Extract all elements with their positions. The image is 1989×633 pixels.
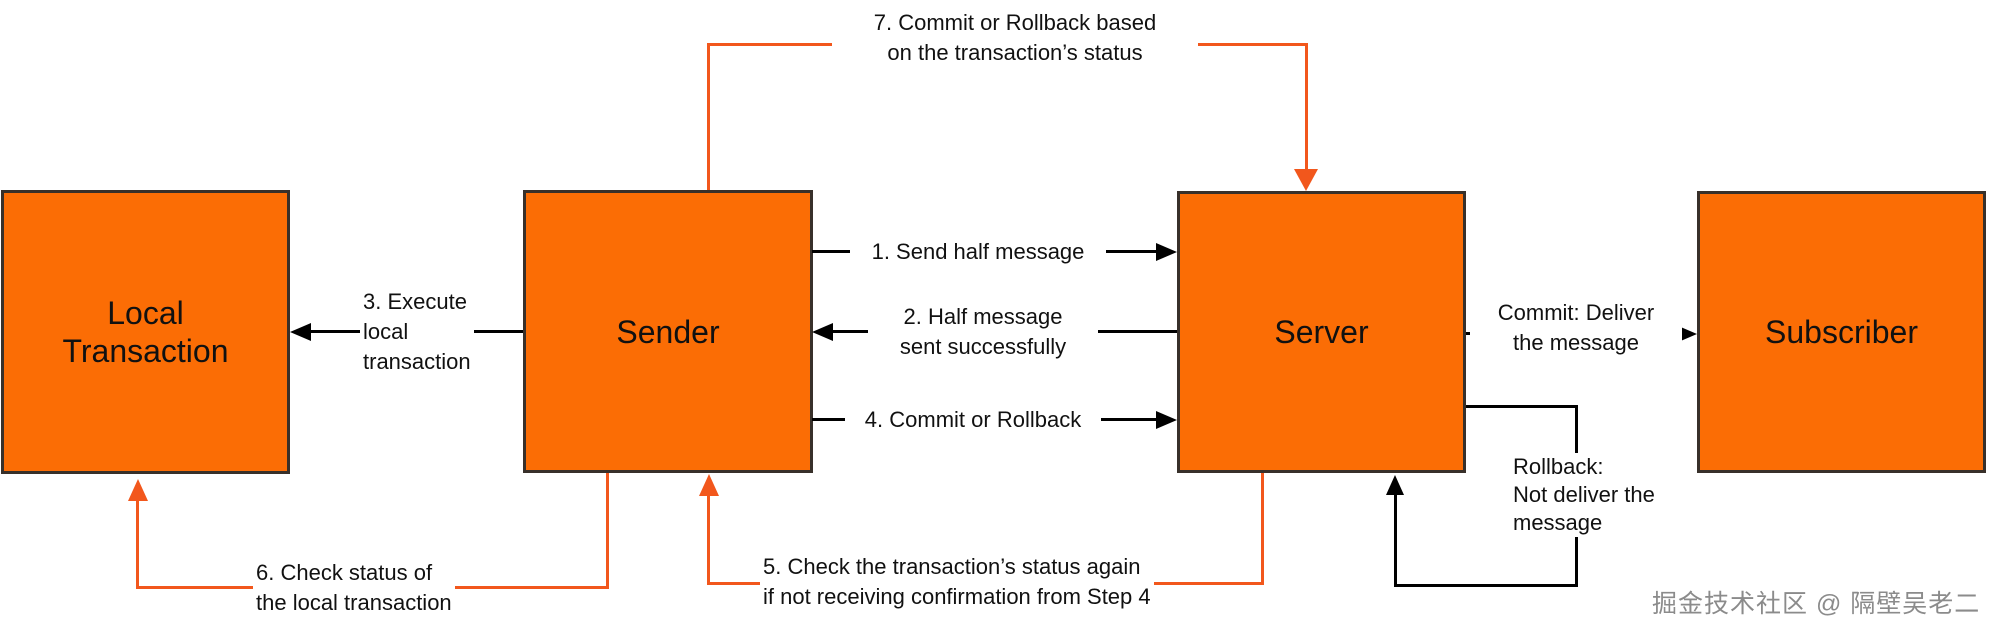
edge-step6-line-right — [606, 473, 609, 589]
edge-step6-arrowhead-icon — [128, 479, 148, 501]
edge-commit-label: Commit: Deliver the message — [1470, 298, 1682, 358]
node-local-transaction-label: Local Transaction — [62, 295, 229, 369]
edge-step2-arrowhead-icon — [812, 323, 833, 341]
edge-step5-label: 5. Check the transaction’s status again … — [760, 552, 1154, 612]
node-subscriber: Subscriber — [1697, 191, 1986, 473]
edge-step7-label: 7. Commit or Rollback based on the trans… — [832, 8, 1198, 68]
edge-step5-arrowhead-icon — [699, 474, 719, 496]
edge-rollback-arrowhead-icon — [1386, 475, 1404, 495]
edge-step1-arrowhead-icon — [1156, 243, 1177, 261]
edge-step6-label: 6. Check status of the local transaction — [253, 558, 455, 618]
edge-step6-line-left — [136, 500, 139, 589]
edge-rollback-label: Rollback: Not deliver the message — [1510, 453, 1658, 537]
edge-step5-line-left — [707, 495, 710, 585]
watermark-text: 掘金技术社区 @ 隔壁吴老二 — [1652, 590, 1981, 618]
node-sender: Sender — [523, 190, 813, 473]
edge-step1-label: 1. Send half message — [850, 237, 1106, 267]
edge-step2-label: 2. Half message sent successfully — [868, 302, 1098, 362]
edge-step7-arrowhead-icon — [1294, 169, 1318, 191]
edge-step4-label: 4. Commit or Rollback — [845, 405, 1101, 435]
node-subscriber-label: Subscriber — [1765, 314, 1918, 350]
node-server-label: Server — [1274, 314, 1369, 350]
edge-step7-line-left — [707, 44, 710, 190]
edge-step3-label: 3. Execute local transaction — [360, 287, 474, 377]
edge-step5-line-right — [1261, 473, 1264, 585]
edge-step4-arrowhead-icon — [1156, 411, 1177, 429]
edge-step7-line-right — [1305, 43, 1308, 171]
node-sender-label: Sender — [616, 313, 720, 350]
edge-rollback-line-top — [1466, 405, 1578, 408]
edge-rollback-line-left — [1394, 495, 1397, 587]
edge-rollback-line-bottom — [1394, 584, 1578, 587]
edge-step3-arrowhead-icon — [290, 323, 311, 341]
node-local-transaction: Local Transaction — [1, 190, 290, 474]
node-server: Server — [1177, 191, 1466, 473]
